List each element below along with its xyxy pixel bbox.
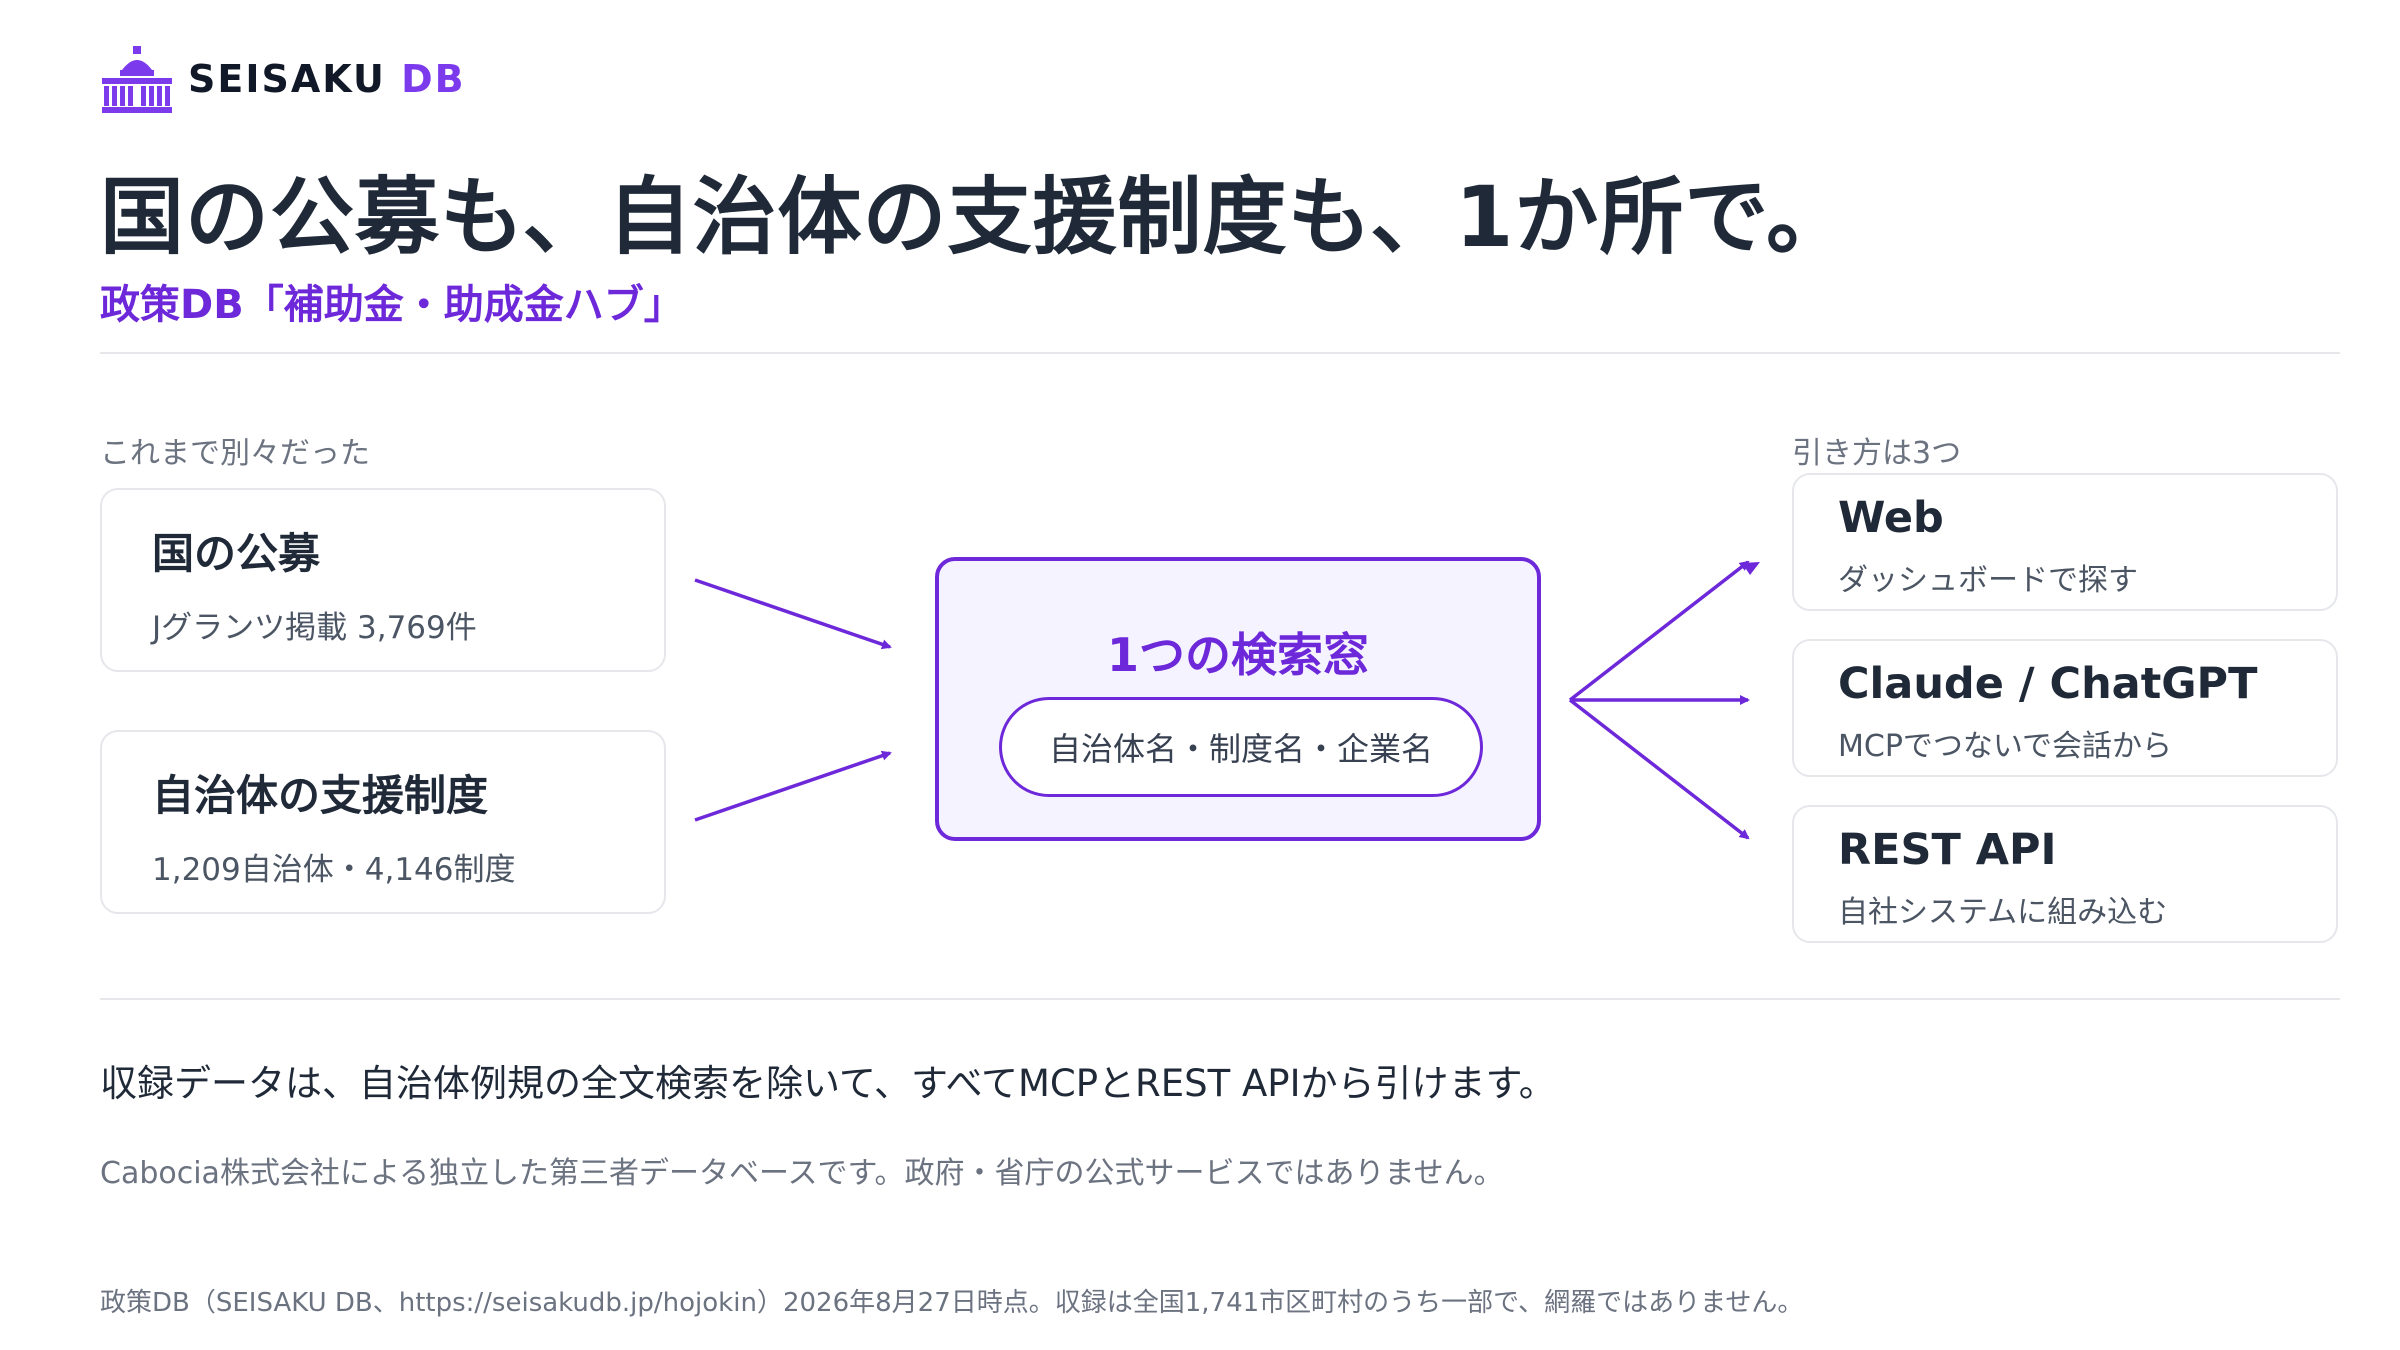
source-card-title: 自治体の支援制度 [152,771,489,820]
source-card-title: 国の公募 [152,529,321,578]
right-caption: 引き方は3つ [1792,436,1962,471]
access-card-sub: ダッシュボードで探す [1838,563,2138,598]
source-card-municipal: 自治体の支援制度 1,209自治体・4,146制度 [100,730,666,914]
access-card-sub: MCPでつないで会話から [1838,729,2173,764]
brand-wordmark: SEISAKU DB [188,57,466,101]
source-card-sub: Jグランツ掲載 3,769件 [152,610,477,646]
footer-source: 政策DB（SEISAKU DB、https://seisakudb.jp/hoj… [100,1288,1804,1318]
parliament-building-icon [102,46,172,113]
arrow-municipal-to-search [694,750,892,822]
source-card-sub: 1,209自治体・4,146制度 [152,852,516,888]
brand-name-main: SEISAKU [188,57,386,101]
bottom-divider [100,998,2340,1000]
access-card-sub: 自社システムに組み込む [1838,895,2168,930]
coverage-note: 収録データは、自治体例規の全文検索を除いて、すべてMCPとREST APIから引… [100,1062,1556,1105]
top-divider [100,352,2340,354]
brand-name-accent: DB [401,57,466,101]
access-card-title: REST API [1838,825,2057,875]
arrow-search-to-web [1568,560,1750,702]
access-card-title: Web [1838,493,1944,543]
arrow-national-to-search [694,578,892,650]
headline: 国の公募も、自治体の支援制度も、1か所で。 [100,168,1852,266]
access-card-rest-api: REST API 自社システムに組み込む [1792,805,2338,943]
arrow-search-to-rest-api [1568,698,1750,840]
left-caption: これまで別々だった [100,436,370,471]
search-input[interactable]: 自治体名・制度名・企業名 [999,697,1483,797]
brand-logo: SEISAKU DB [100,44,466,114]
disclaimer: Cabocia株式会社による独立した第三者データベースです。政府・省庁の公式サー… [100,1156,1504,1191]
unified-search-box: 1つの検索窓 自治体名・制度名・企業名 [935,557,1541,841]
search-box-title: 1つの検索窓 [1106,628,1369,682]
subheadline: 政策DB「補助金・助成金ハブ」 [100,282,684,328]
access-card-ai-chat: Claude / ChatGPT MCPでつないで会話から [1792,639,2338,777]
access-card-title: Claude / ChatGPT [1838,659,2258,709]
access-card-web: Web ダッシュボードで探す [1792,473,2338,611]
source-card-national: 国の公募 Jグランツ掲載 3,769件 [100,488,666,672]
